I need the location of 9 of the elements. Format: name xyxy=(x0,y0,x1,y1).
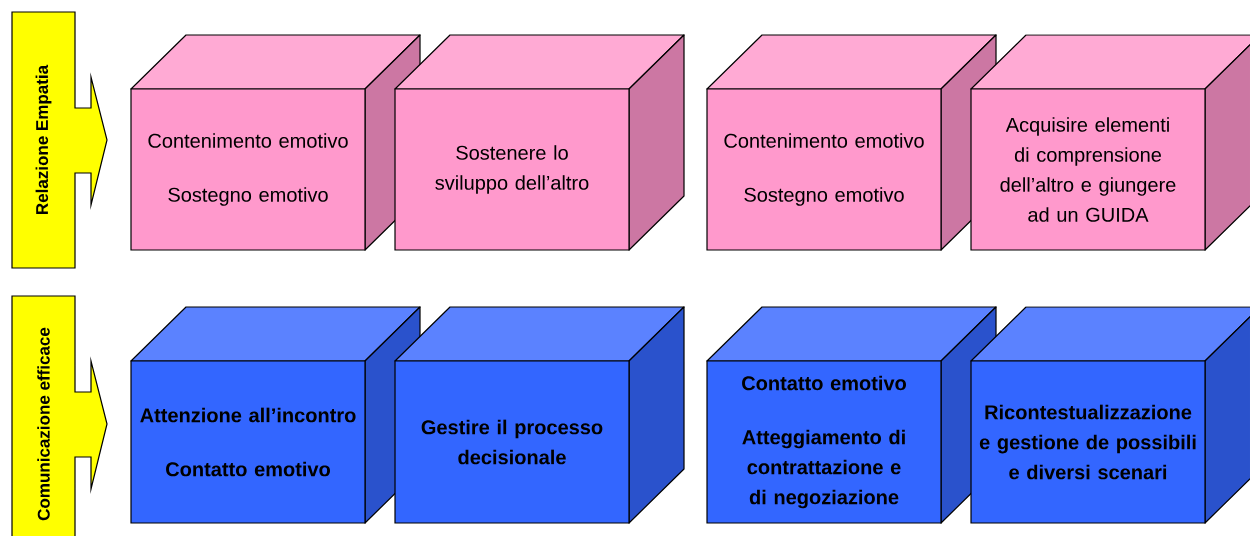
arrow-banner: Comunicazione efficace xyxy=(11,295,108,536)
cube: Contenimento emotivo Sostegno emotivo xyxy=(706,34,997,251)
arrow-banner: Relazione Empatia xyxy=(11,11,108,269)
cube: Contenimento emotivo Sostegno emotivo xyxy=(130,34,421,251)
cube: Attenzione all’incontro Contatto emotivo xyxy=(130,306,421,524)
cube: Acquisire elementi di comprensione dell’altro e giungere ad un GUIDA xyxy=(970,34,1250,251)
cube: Sostenere lo sviluppo dell’altro xyxy=(394,34,685,251)
cube: Gestire il processo decisionale xyxy=(394,306,685,524)
cube: Ricontestualizzazione e gestione de possibili e diversi scenari xyxy=(970,306,1250,524)
